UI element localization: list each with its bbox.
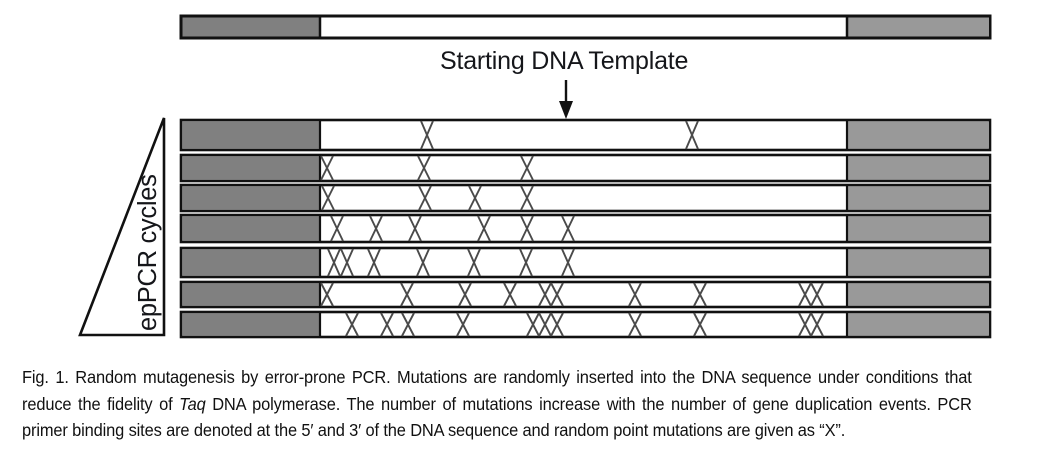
caption-part-2: DNA polymerase. The number of mutations … (22, 393, 972, 441)
mutation-marks (320, 155, 534, 181)
caption-figure-number: Fig. 1. (22, 367, 69, 387)
cycles-axis-label: epPCR cycles (134, 174, 162, 331)
caption-part-1: Random mutagenesis by error-prone PCR. M… (22, 367, 972, 414)
starting-template-bar (179, 14, 992, 40)
epcr-row-2 (179, 153, 992, 183)
epcr-row-4 (179, 213, 992, 244)
mutation-marks (327, 248, 575, 277)
caption-italic-taq: Taq (179, 393, 206, 414)
mutation-marks (330, 215, 575, 242)
epcr-figure: Starting DNA Template epPCR cycles (78, 14, 992, 339)
figure-caption: Fig. 1. Random mutagenesis by error-pron… (22, 364, 972, 444)
epcr-row-3 (179, 183, 992, 213)
cycles-triangle (78, 117, 166, 337)
epcr-row-7 (179, 310, 992, 339)
epcr-diagram-svg: Starting DNA Template epPCR cycles (78, 14, 992, 339)
mutation-marks (321, 185, 534, 211)
epcr-row-1 (179, 118, 992, 152)
mutation-marks (420, 120, 699, 150)
starting-template-label: Starting DNA Template (440, 47, 688, 75)
mutation-marks (345, 312, 824, 337)
epcr-row-6 (179, 280, 992, 309)
mutation-marks (320, 282, 824, 307)
template-arrow (559, 80, 573, 119)
epcr-row-5 (179, 246, 992, 279)
